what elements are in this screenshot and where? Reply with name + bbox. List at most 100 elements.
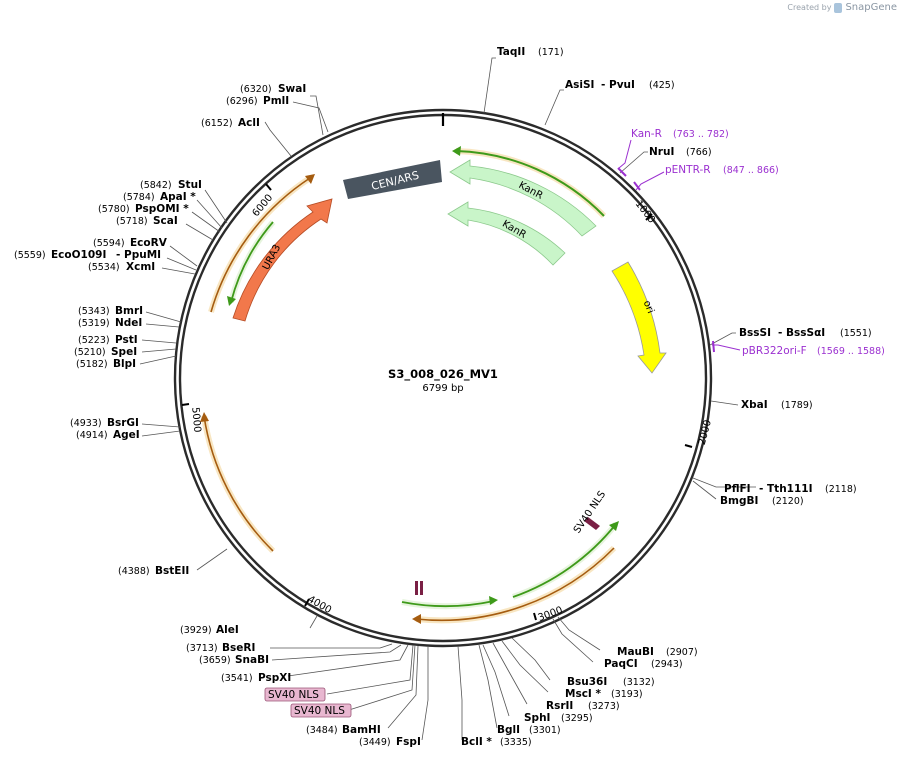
enzyme-ndei[interactable]: (5319) NdeI xyxy=(78,317,142,329)
tick-label-2000: 2000 xyxy=(697,419,714,446)
svg-text:XcmI: XcmI xyxy=(126,261,155,273)
svg-text:(2943): (2943) xyxy=(651,659,683,670)
feature-kanr-inner[interactable]: KanR xyxy=(447,201,566,266)
enzyme-psti[interactable]: (5223) PstI xyxy=(78,334,138,346)
svg-text:(5534): (5534) xyxy=(88,262,120,273)
enzyme-pspomi[interactable]: (5780) PspOMI * xyxy=(98,203,189,215)
svg-text:BsrGI: BsrGI xyxy=(107,417,139,429)
svg-text:pENTR-R: pENTR-R xyxy=(665,164,711,176)
tick-3000: 3000 xyxy=(533,605,564,624)
enzyme-maubi[interactable]: MauBI (2907) xyxy=(617,646,698,658)
svg-text:PspXI: PspXI xyxy=(258,672,291,684)
enzyme-acli[interactable]: (6152) AclI xyxy=(201,117,260,129)
primer-pbr322ori-f[interactable]: pBR322ori-F (1569 .. 1588) xyxy=(712,340,885,357)
svg-text:ApaI *: ApaI * xyxy=(160,191,196,203)
svg-text:PflFI: PflFI xyxy=(724,483,751,495)
svg-text:(6296): (6296) xyxy=(226,96,258,107)
feature-ori[interactable]: ori xyxy=(611,261,667,374)
svg-text:(5784): (5784) xyxy=(123,192,155,203)
orf-bottom-left-orange xyxy=(200,412,276,554)
svg-text:(1569 .. 1588): (1569 .. 1588) xyxy=(817,346,885,357)
enzyme-bmgbi[interactable]: BmgBI (2120) xyxy=(720,495,804,507)
svg-text:BglI: BglI xyxy=(497,724,520,736)
svg-text:pBR322ori-F: pBR322ori-F xyxy=(742,345,807,357)
svg-text:ScaI: ScaI xyxy=(153,215,178,227)
svg-text:Bsu36I: Bsu36I xyxy=(567,676,607,688)
svg-text:(5718): (5718) xyxy=(116,216,148,227)
enzyme-pmli[interactable]: (6296) PmlI xyxy=(226,95,289,107)
svg-text:(5182): (5182) xyxy=(76,359,108,370)
svg-text:SV40 NLS: SV40 NLS xyxy=(294,705,345,717)
enzyme-bamhi[interactable]: (3484) BamHI xyxy=(306,724,381,736)
orf-kanr-top xyxy=(452,146,607,219)
enzyme-spei[interactable]: (5210) SpeI xyxy=(74,346,137,358)
orf-left-orange xyxy=(208,174,315,313)
enzyme-asisi-pvui[interactable]: AsiSI - PvuI (425) xyxy=(565,79,675,91)
svg-text:(6152): (6152) xyxy=(201,118,233,129)
svg-text:(3713): (3713) xyxy=(186,643,218,654)
svg-text:(3929): (3929) xyxy=(180,625,212,636)
svg-text:AsiSI: AsiSI xyxy=(565,79,594,91)
svg-text:SV40 NLS: SV40 NLS xyxy=(268,689,319,701)
orf-left-green xyxy=(227,220,276,306)
enzyme-scai[interactable]: (5718) ScaI xyxy=(116,215,178,227)
enzyme-sphi[interactable]: SphI (3295) xyxy=(524,712,593,724)
boxed-label-sv40-nls-2[interactable]: SV40 NLS xyxy=(290,703,352,718)
feature-sv40-nls-bottom[interactable] xyxy=(415,581,423,595)
enzyme-blpi[interactable]: (5182) BlpI xyxy=(76,358,136,370)
svg-text:RsrII: RsrII xyxy=(546,700,573,712)
enzyme-apai[interactable]: (5784) ApaI * xyxy=(123,191,196,203)
svg-text:- Tth111I: - Tth111I xyxy=(759,483,813,495)
enzyme-bsu36i[interactable]: Bsu36I (3132) xyxy=(567,676,655,688)
enzyme-ecorv[interactable]: (5594) EcoRV xyxy=(93,237,168,249)
enzyme-pflfi[interactable]: PflFI - Tth111I (2118) xyxy=(724,483,857,495)
enzyme-stui[interactable]: (5842) StuI xyxy=(140,179,202,191)
svg-text:(3132): (3132) xyxy=(623,677,655,688)
enzyme-bsteii[interactable]: (4388) BstEII xyxy=(118,565,189,577)
svg-text:BssSI: BssSI xyxy=(739,327,771,339)
svg-text:(2118): (2118) xyxy=(825,484,857,495)
boxed-label-sv40-nls-1[interactable]: SV40 NLS xyxy=(264,687,326,702)
enzyme-agei[interactable]: (4914) AgeI xyxy=(76,429,140,441)
enzyme-bcli[interactable]: BclI * (3335) xyxy=(461,736,532,748)
orf-bottom-green-short xyxy=(401,596,498,610)
enzyme-bsssi[interactable]: BssSI - BssSαI (1551) xyxy=(739,327,872,339)
feature-cen-ars[interactable]: CEN/ARS xyxy=(343,160,442,199)
enzyme-bsrgi[interactable]: (4933) BsrGI xyxy=(70,417,139,429)
svg-text:(3484): (3484) xyxy=(306,725,338,736)
primer-pentr-r[interactable]: pENTR-R (847 .. 866) xyxy=(633,164,779,191)
enzyme-bmri[interactable]: (5343) BmrI xyxy=(78,305,143,317)
enzyme-beseri[interactable]: (3713) BseRI xyxy=(186,642,255,654)
enzyme-ecoo109i[interactable]: (5559) EcoO109I - PpuMI xyxy=(14,249,161,261)
svg-text:(763 .. 782): (763 .. 782) xyxy=(673,129,729,140)
svg-text:(766): (766) xyxy=(686,147,712,158)
svg-text:BamHI: BamHI xyxy=(342,724,381,736)
enzyme-snabi[interactable]: (3659) SnaBI xyxy=(199,654,269,666)
enzyme-bgli[interactable]: BglI (3301) xyxy=(497,724,561,736)
enzyme-paqci[interactable]: PaqCI (2943) xyxy=(604,658,683,670)
primer-kan-r[interactable]: Kan-R (763 .. 782) xyxy=(617,128,729,177)
enzyme-xbai[interactable]: XbaI (1789) xyxy=(741,399,813,411)
svg-text:(4933): (4933) xyxy=(70,418,102,429)
enzyme-msci[interactable]: MscI * (3193) xyxy=(565,688,643,700)
svg-text:MauBI: MauBI xyxy=(617,646,654,658)
enzyme-swai[interactable]: (6320) SwaI xyxy=(240,83,306,95)
enzyme-rsrii[interactable]: RsrII (3273) xyxy=(546,700,620,712)
enzyme-taqii[interactable]: TaqII (171) xyxy=(497,46,564,58)
svg-text:BlpI: BlpI xyxy=(113,358,136,370)
enzyme-nrui[interactable]: NruI (766) xyxy=(649,146,712,158)
svg-text:(5594): (5594) xyxy=(93,238,125,249)
enzyme-alei[interactable]: (3929) AleI xyxy=(180,624,239,636)
svg-text:(1789): (1789) xyxy=(781,400,813,411)
enzyme-fspi[interactable]: (3449) FspI xyxy=(359,736,421,748)
svg-text:TaqII: TaqII xyxy=(497,46,525,58)
feature-sv40-nls-right[interactable]: SV40 NLS xyxy=(572,489,608,535)
svg-text:(4914): (4914) xyxy=(76,430,108,441)
enzyme-pspxi[interactable]: (3541) PspXI xyxy=(221,672,291,684)
plasmid-name: S3_008_026_MV1 xyxy=(388,367,498,382)
svg-text:(3449): (3449) xyxy=(359,737,391,748)
enzyme-xcmi[interactable]: (5534) XcmI xyxy=(88,261,155,273)
plasmid-size: 6799 bp xyxy=(422,383,463,394)
svg-text:AgeI: AgeI xyxy=(113,429,140,441)
sv40-nls-label-right: SV40 NLS xyxy=(572,489,608,535)
